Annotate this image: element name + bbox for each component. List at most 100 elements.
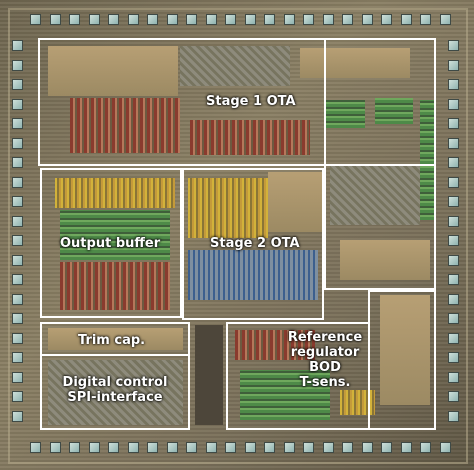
bond-pad	[284, 14, 295, 25]
stage1-ota-label: Stage 1 OTA	[206, 94, 296, 109]
bond-pad	[264, 442, 275, 453]
circuit-texture	[55, 178, 175, 208]
trim-cap-label: Trim cap.	[78, 333, 146, 348]
circuit-texture	[235, 330, 315, 360]
bond-pad	[108, 14, 119, 25]
bond-pad	[448, 391, 459, 402]
bond-pad	[448, 313, 459, 324]
digital-control-line2: SPI-interface	[67, 390, 163, 405]
bond-pad	[12, 391, 23, 402]
circuit-texture	[340, 240, 430, 280]
reference-line4: T-sens.	[299, 375, 351, 390]
bond-pad	[12, 138, 23, 149]
bond-pad	[89, 14, 100, 25]
reference-label: Reference regulator BOD T-sens.	[270, 330, 380, 390]
circuit-texture	[268, 172, 322, 232]
digital-control-label: Digital control SPI-interface	[44, 375, 186, 405]
bond-pad	[448, 118, 459, 129]
bond-pad	[448, 177, 459, 188]
stage1-ota-lower-outline	[324, 38, 436, 290]
bond-pad	[128, 14, 139, 25]
bond-pad	[167, 442, 178, 453]
bond-pad	[448, 99, 459, 110]
bond-pad	[448, 157, 459, 168]
bond-pad	[448, 372, 459, 383]
bond-pad	[448, 40, 459, 51]
circuit-texture	[48, 46, 178, 96]
bond-pad	[448, 333, 459, 344]
bond-pad	[448, 411, 459, 422]
output-buffer-outline	[40, 168, 182, 318]
bond-pad	[147, 14, 158, 25]
bond-pad	[167, 14, 178, 25]
bond-pad	[12, 60, 23, 71]
bond-pad	[206, 442, 217, 453]
bond-pad	[448, 352, 459, 363]
bond-pad	[381, 442, 392, 453]
bond-pad	[12, 216, 23, 227]
circuit-texture	[420, 100, 434, 220]
bond-pad	[147, 442, 158, 453]
bond-pad	[284, 442, 295, 453]
bond-pad	[12, 313, 23, 324]
bond-pad	[420, 14, 431, 25]
bond-pad	[440, 442, 451, 453]
bond-pad	[323, 14, 334, 25]
bond-pad	[30, 442, 41, 453]
bond-pad	[323, 442, 334, 453]
bond-pad	[448, 196, 459, 207]
bond-pad	[303, 14, 314, 25]
reference-line2: regulator	[290, 345, 360, 360]
bond-pad	[50, 14, 61, 25]
circuit-texture	[188, 250, 318, 300]
bond-pad	[12, 40, 23, 51]
circuit-texture	[188, 178, 268, 238]
circuit-texture	[330, 165, 420, 225]
reference-line1: Reference	[287, 330, 363, 345]
bond-pad	[362, 442, 373, 453]
bond-pad	[12, 196, 23, 207]
circuit-texture	[60, 262, 170, 310]
bond-pad	[448, 216, 459, 227]
bond-pad	[342, 442, 353, 453]
stage2-ota-label: Stage 2 OTA	[210, 236, 300, 251]
bond-pad	[186, 442, 197, 453]
bond-pad	[206, 14, 217, 25]
circuit-texture	[180, 46, 290, 86]
circuit-texture	[325, 100, 365, 128]
digital-control-outline	[40, 354, 190, 430]
bond-pad	[381, 14, 392, 25]
output-buffer-label: Output buffer	[60, 236, 161, 251]
bond-pad	[128, 442, 139, 453]
bond-pad	[448, 79, 459, 90]
bond-pad	[69, 14, 80, 25]
bond-pad	[30, 14, 41, 25]
circuit-texture	[48, 360, 183, 425]
circuit-texture	[195, 325, 223, 425]
bond-pad	[448, 274, 459, 285]
bond-pad	[12, 333, 23, 344]
bond-pad	[12, 372, 23, 383]
stage2-ota-outline	[182, 168, 324, 320]
bond-pad	[225, 14, 236, 25]
bond-pad	[12, 118, 23, 129]
bond-pad	[448, 60, 459, 71]
bond-pad	[12, 411, 23, 422]
bond-pad	[69, 442, 80, 453]
circuit-texture	[70, 98, 180, 153]
bond-pad	[362, 14, 373, 25]
bond-pad	[12, 255, 23, 266]
bond-pad	[12, 274, 23, 285]
reference-right-outline	[368, 290, 436, 430]
bond-pad	[12, 99, 23, 110]
circuit-texture	[300, 48, 410, 78]
bond-pad	[12, 294, 23, 305]
bond-pad	[264, 14, 275, 25]
bond-pad	[12, 235, 23, 246]
bond-pad	[245, 442, 256, 453]
bond-pad	[448, 255, 459, 266]
bond-pad	[186, 14, 197, 25]
seal-ring	[8, 8, 468, 464]
circuit-texture	[48, 328, 183, 350]
